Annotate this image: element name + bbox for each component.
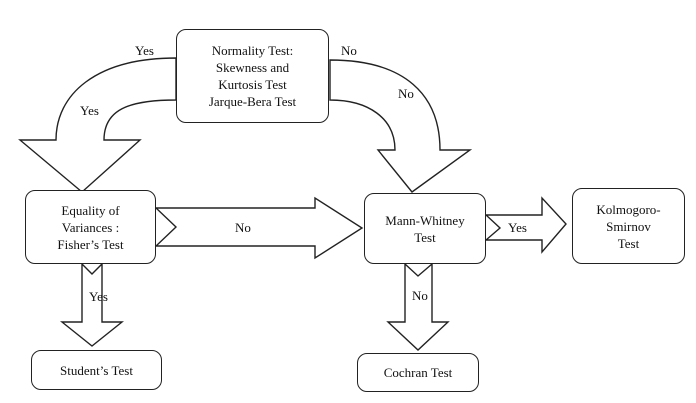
node-mann-whitney-line-2: Test	[414, 229, 436, 245]
node-fisher-line-1: Equality of	[61, 202, 120, 218]
edge-label-yes-inner: Yes	[80, 103, 99, 118]
node-normality-line-1: Normality Test:	[211, 43, 294, 58]
node-normality-line-3: Kurtosis Test	[218, 77, 287, 92]
arrow-fisher-to-student	[60, 262, 124, 347]
node-mann-whitney-line-1: Mann-Whitney	[385, 212, 465, 228]
node-fisher-line-2: Variances :	[61, 219, 120, 235]
node-cochran-line-1: Cochran Test	[383, 365, 453, 380]
node-student-test: Student’s Test	[31, 350, 162, 390]
edge-label-no-outer: No	[341, 43, 357, 58]
edge-label-yes-mann-kolmogorov: Yes	[508, 220, 527, 235]
node-normality-line-4: Jarque-Bera Test	[208, 94, 297, 109]
edge-label-no-fisher-mann: No	[235, 220, 251, 235]
node-fisher-test: Equality of Variances : Fisher’s Test	[25, 190, 156, 264]
arrow-fisher-to-mann-whitney	[154, 196, 364, 260]
arrow-mann-whitney-to-kolmogorov	[484, 196, 567, 254]
edge-label-no-mann-cochran: No	[412, 288, 428, 303]
edge-label-yes-outer: Yes	[135, 43, 154, 58]
node-kolmogorov-smirnov-test: Kolmogoro- Smirnov Test	[572, 188, 685, 264]
node-kolmogorov-line-3: Test	[617, 235, 640, 251]
node-cochran-test: Cochran Test	[357, 353, 479, 392]
node-normality-test: Normality Test: Skewness and Kurtosis Te…	[176, 29, 329, 123]
node-normality-line-2: Skewness and	[215, 60, 290, 75]
node-kolmogorov-line-2: Smirnov	[606, 218, 651, 234]
arrow-normality-to-mann-whitney	[329, 59, 473, 193]
node-mann-whitney-test: Mann-Whitney Test	[364, 193, 486, 264]
node-student-line-1: Student’s Test	[60, 362, 133, 378]
node-kolmogorov-line-1: Kolmogoro-	[596, 201, 661, 217]
node-fisher-line-3: Fisher’s Test	[57, 236, 124, 252]
edge-label-yes-fisher-student: Yes	[89, 289, 108, 304]
edge-label-no-inner: No	[398, 86, 414, 101]
arrow-normality-to-fisher	[18, 57, 177, 193]
arrow-mann-whitney-to-cochran	[386, 262, 450, 351]
